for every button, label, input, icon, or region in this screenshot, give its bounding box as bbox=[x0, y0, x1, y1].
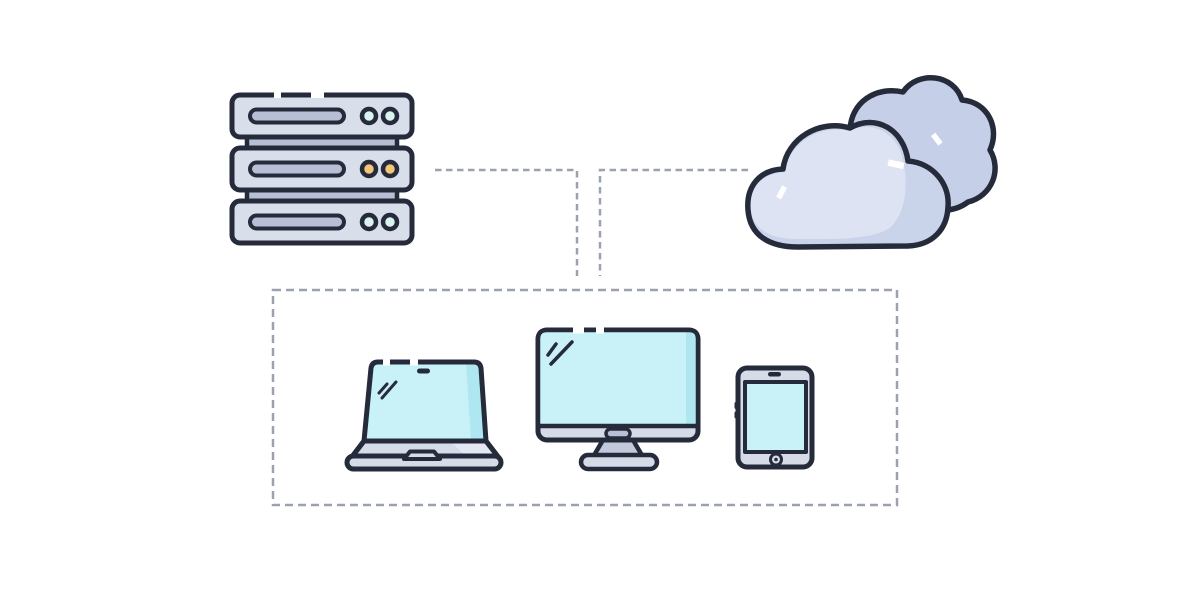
server-rack-icon bbox=[229, 90, 415, 246]
outline-gap bbox=[410, 358, 418, 366]
laptop-notch bbox=[402, 449, 442, 461]
outline-gap bbox=[573, 326, 584, 334]
outline-gap bbox=[311, 90, 324, 98]
monitor-screen-shade bbox=[686, 330, 698, 426]
tablet-speaker bbox=[768, 372, 781, 377]
cloud-front-highlight bbox=[750, 126, 906, 239]
server-indicator-teal bbox=[380, 106, 400, 126]
server-indicator-teal bbox=[380, 212, 400, 232]
outline-gap bbox=[930, 132, 943, 146]
server-indicator-teal bbox=[359, 212, 379, 232]
screen-shine bbox=[546, 340, 574, 366]
server-indicator-teal bbox=[359, 106, 379, 126]
tablet-screen bbox=[743, 380, 808, 454]
monitor-button bbox=[604, 427, 632, 440]
outline-gap bbox=[776, 185, 788, 200]
connector-server-to-devices bbox=[435, 168, 579, 276]
laptop-deck-highlight bbox=[452, 443, 495, 456]
devices-group-box bbox=[271, 288, 899, 507]
outline-gap bbox=[596, 326, 604, 334]
connector-cloud-to-devices bbox=[598, 168, 748, 276]
tablet-volume-button bbox=[734, 411, 739, 419]
tablet-home-button-dot bbox=[774, 457, 778, 462]
server-slot bbox=[248, 160, 346, 178]
laptop-webcam bbox=[417, 368, 430, 374]
monitor-screen bbox=[538, 330, 698, 426]
monitor-base bbox=[578, 452, 660, 472]
outline-gap bbox=[383, 358, 390, 366]
screen-shine bbox=[377, 380, 398, 400]
outline-gap bbox=[274, 90, 281, 98]
laptop-icon bbox=[344, 358, 504, 472]
cloud-icon bbox=[748, 75, 998, 247]
server-unit-3 bbox=[229, 198, 415, 246]
server-slot bbox=[248, 107, 346, 125]
tablet-volume-button bbox=[734, 402, 739, 409]
outline-gap bbox=[887, 159, 905, 170]
tablet-icon bbox=[734, 365, 815, 470]
server-indicator-amber bbox=[359, 159, 379, 179]
server-unit-2 bbox=[229, 145, 415, 193]
server-slot bbox=[248, 213, 346, 231]
server-indicator-amber bbox=[380, 159, 400, 179]
monitor-icon bbox=[535, 326, 701, 472]
server-unit-1 bbox=[229, 90, 415, 140]
